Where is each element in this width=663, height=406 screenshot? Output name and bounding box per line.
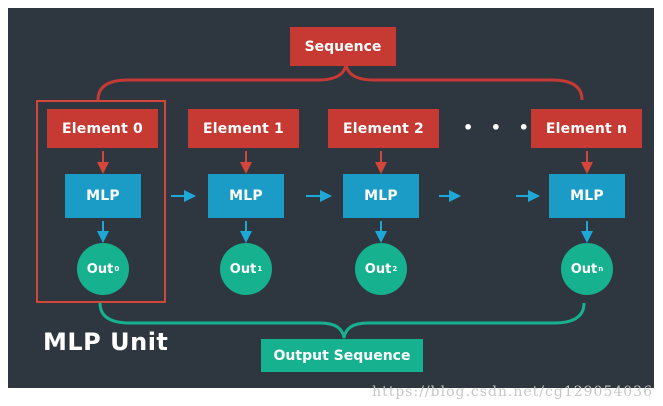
ellipsis-dots: • • •	[463, 118, 535, 137]
mlp-1-box: MLP	[208, 174, 284, 218]
output-1-subscript: 1	[257, 265, 263, 273]
output-0-subscript: 0	[114, 265, 120, 273]
mlp-n-box: MLP	[549, 174, 625, 218]
element-0-box: Element 0	[47, 109, 158, 148]
diagram-canvas: Sequence Element 0 Element 1 Element 2 •…	[8, 8, 654, 388]
sequence-label: Sequence	[290, 27, 396, 66]
output-2-label: Out	[364, 261, 392, 277]
mlp-0-box: MLP	[65, 174, 141, 218]
connector-layer	[96, 63, 593, 339]
sequence-brace	[96, 63, 584, 101]
output-n-label: Out	[570, 261, 598, 277]
element-1-box: Element 1	[188, 109, 299, 148]
mlp-unit-frame	[36, 100, 166, 303]
output-sequence-label: Output Sequence	[261, 339, 423, 372]
output-n-subscript: n	[598, 265, 604, 273]
watermark-url: https://blog.csdn.net/cg129054036	[372, 384, 653, 400]
element-n-box: Element n	[531, 109, 642, 148]
output-sequence-brace	[98, 302, 586, 339]
element-2-box: Element 2	[328, 109, 439, 148]
output-1-label: Out	[229, 261, 257, 277]
mlp-unit-label: MLP Unit	[43, 328, 169, 356]
output-0-label: Out	[86, 261, 114, 277]
output-2-subscript: 2	[392, 265, 398, 273]
mlp-2-box: MLP	[343, 174, 419, 218]
